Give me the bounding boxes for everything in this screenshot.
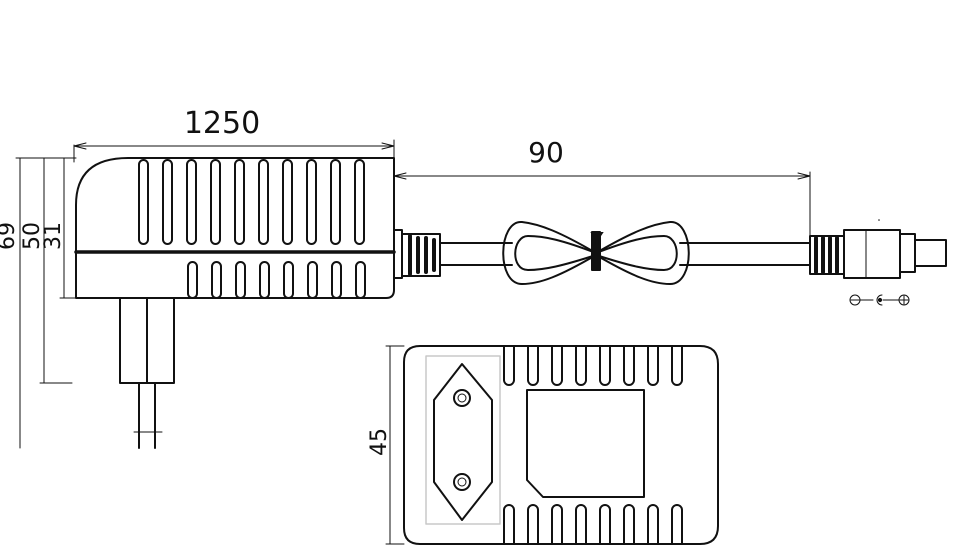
dimension-lines — [15, 139, 811, 545]
strain-relief-left — [393, 229, 441, 279]
negative-center-positive-polarity-icon — [849, 294, 910, 306]
dc-connector — [809, 219, 947, 279]
wall-plug-side-view — [119, 297, 175, 449]
adapter-front-view — [403, 345, 719, 545]
cable-tie-label: Y — [589, 229, 604, 250]
plug-height-dimension-label: 50 — [20, 222, 45, 250]
body-height-dimension-label: 31 — [41, 222, 66, 250]
width-dimension-label: 1250 — [184, 106, 260, 141]
upper-vent-slots — [138, 159, 365, 245]
cable-length-dimension-label: 90 — [528, 136, 564, 169]
total-height-dimension-label: 69 — [0, 222, 20, 250]
adapter-body-side-view — [74, 157, 396, 299]
cable-coil — [439, 220, 811, 285]
front-height-dimension-label: 45 — [367, 428, 392, 456]
lower-vent-slots — [187, 261, 366, 299]
